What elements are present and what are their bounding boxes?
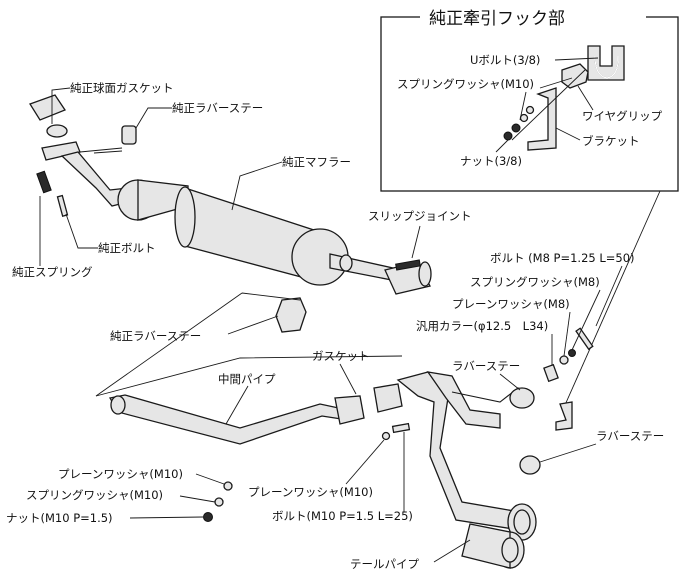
guide-line-1 bbox=[95, 292, 301, 397]
inset-title-backdrop bbox=[420, 4, 646, 30]
label-center-pipe: 中間パイプ bbox=[218, 372, 276, 386]
label-spring-washer-m10-left: スプリングワッシャ(M10) bbox=[26, 488, 163, 502]
tow-hook-frame bbox=[587, 45, 625, 81]
flange-icon bbox=[373, 383, 403, 413]
tow-hook-inset: 純正牽引フック部 Uボルト(3/8) スプリングワッシャ(M10) ワイヤグリッ… bbox=[380, 4, 679, 192]
label-plain-washer-m10-left: プレーンワッシャ(M10) bbox=[58, 467, 183, 481]
front-joint bbox=[29, 94, 137, 217]
label-slip-joint: スリップジョイント bbox=[368, 209, 472, 223]
inset-title: 純正牽引フック部 bbox=[429, 9, 565, 29]
spring-icon bbox=[36, 170, 52, 194]
label-spring-washer-m8: スプリングワッシャ(M8) bbox=[470, 275, 600, 289]
wire-grip-icon bbox=[561, 63, 589, 89]
bolt-m8-icon bbox=[575, 327, 594, 351]
inset-callout-line bbox=[564, 190, 661, 406]
oem-muffler bbox=[117, 179, 403, 286]
label-rubber-stay-2: ラバーステー bbox=[596, 429, 664, 443]
label-collar: 汎用カラー(φ12.5 L34) bbox=[416, 319, 548, 333]
nut-icon-1 bbox=[511, 123, 521, 133]
rubber-stay-1-icon bbox=[121, 125, 137, 145]
u-bolt-icon-inner bbox=[594, 55, 619, 79]
label-oem-rubber-stay-1: 純正ラバーステー bbox=[172, 101, 263, 115]
label-oem-bolt: 純正ボルト bbox=[98, 241, 156, 255]
bracket-icon bbox=[527, 87, 557, 151]
plain-washer-m10-icon bbox=[223, 481, 233, 491]
nut-icon-2 bbox=[503, 131, 513, 141]
label-oem-spring: 純正スプリング bbox=[12, 265, 93, 279]
rubber-stay-center-icon bbox=[509, 387, 535, 409]
label-oem-ball-gasket: 純正球面ガスケット bbox=[70, 81, 174, 95]
label-bolt-m8: ボルト (M8 P=1.25 L=50) bbox=[490, 251, 635, 265]
nut-m10-icon bbox=[203, 512, 213, 522]
collar-icon bbox=[543, 363, 559, 383]
label-plain-washer-m8: プレーンワッシャ(M8) bbox=[452, 297, 570, 311]
label-wire-grip: ワイヤグリップ bbox=[582, 109, 663, 123]
label-u-bolt: Uボルト(3/8) bbox=[470, 53, 540, 67]
label-plain-washer-m10-center: プレーンワッシャ(M10) bbox=[248, 485, 373, 499]
hanger-bracket-icon bbox=[555, 401, 573, 431]
label-oem-muffler: 純正マフラー bbox=[282, 155, 351, 169]
label-bolt-m10: ボルト(M10 P=1.5 L=25) bbox=[272, 509, 413, 523]
slip-joint-icon bbox=[384, 259, 432, 295]
manifold-flange bbox=[29, 94, 66, 121]
spring-washer-m10-icon bbox=[214, 497, 224, 507]
label-rubber-stay-1: ラバーステー bbox=[452, 359, 520, 373]
washer-icon-2 bbox=[525, 105, 535, 115]
bolt-m10-icon bbox=[391, 422, 411, 434]
guide-line-2 bbox=[95, 355, 403, 397]
label-inset-nut: ナット(3/8) bbox=[460, 154, 522, 168]
rubber-stay-right-icon bbox=[519, 455, 541, 475]
washer-icon-1 bbox=[519, 113, 529, 123]
label-bracket: ブラケット bbox=[582, 134, 640, 148]
labels: 純正球面ガスケット 純正ラバーステー 純正マフラー 純正ボルト 純正スプリング … bbox=[6, 81, 664, 571]
label-inset-spring-washer: スプリングワッシャ(M10) bbox=[397, 77, 534, 91]
inset-frame bbox=[380, 16, 679, 192]
collar-hardware bbox=[381, 327, 594, 441]
bolt-icon bbox=[56, 194, 69, 217]
gasket-icon bbox=[334, 395, 365, 425]
label-tail-pipe: テールパイプ bbox=[350, 557, 419, 571]
label-oem-rubber-stay-2: 純正ラバーステー bbox=[110, 329, 201, 343]
label-gasket: ガスケット bbox=[312, 349, 370, 363]
rubber-stay-2-icon bbox=[275, 297, 307, 333]
label-nut-m10: ナット(M10 P=1.5) bbox=[6, 511, 113, 525]
tail-pipe-assembly bbox=[396, 371, 573, 569]
ball-gasket-icon bbox=[46, 124, 68, 138]
